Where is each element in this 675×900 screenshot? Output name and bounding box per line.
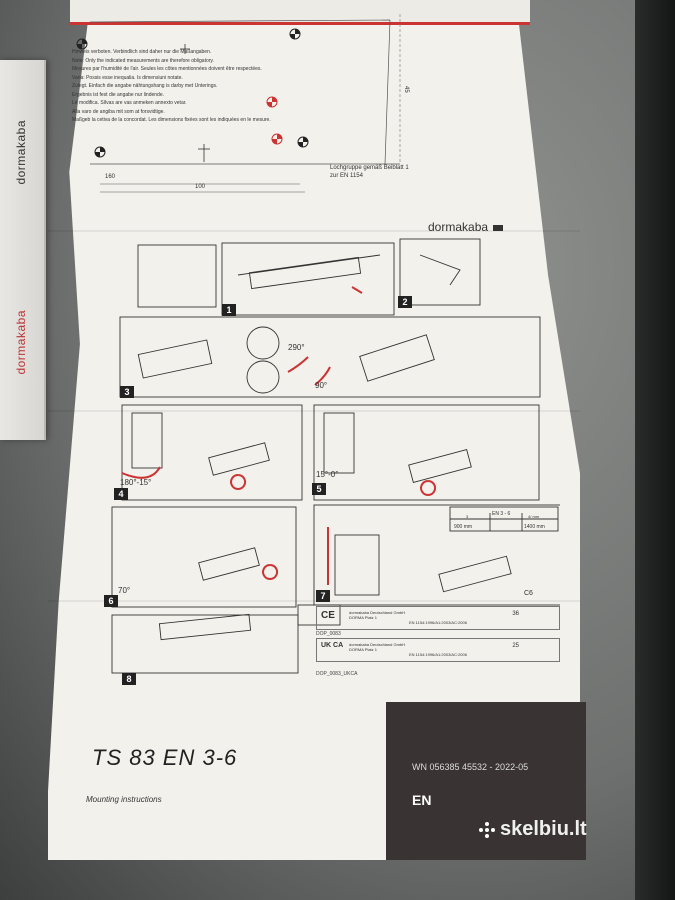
- box-brand-label-lower: dormakaba: [14, 310, 28, 375]
- template-drawing: 160 100 45: [76, 14, 409, 193]
- fold-line: [48, 230, 580, 232]
- class-label: C6: [524, 590, 533, 597]
- step2-panel: [399, 238, 481, 306]
- note-line: Zulegt. Einfach die angabe nähtungshang …: [72, 83, 218, 89]
- brand-logo-text: dormakaba: [428, 220, 489, 234]
- product-title: TS 83 EN 3-6: [92, 745, 238, 770]
- step3-panel: [119, 316, 541, 398]
- ce-row: CE dormakaba Deutschland GmbH DORMA Plat…: [316, 606, 560, 630]
- crosshair-icon: [76, 38, 88, 50]
- watermark-dots-icon: [479, 822, 495, 838]
- cert-standard: EN 1154:1996/A1:2003/AC:2006: [409, 652, 467, 657]
- table-header: 3: [466, 514, 469, 519]
- product-box: dormakaba dormakaba: [0, 60, 46, 440]
- document-subtitle: Mounting instructions: [86, 795, 162, 804]
- cert-category: 36: [512, 611, 519, 617]
- step-number: 3: [120, 386, 134, 398]
- step-number: 6: [104, 595, 118, 607]
- angle-label: 90°: [315, 381, 327, 390]
- step-number: 7: [316, 590, 330, 602]
- step1-panel-a: [137, 244, 217, 308]
- crosshair-icon: [266, 96, 278, 108]
- cert-company-address: DORMA Platz 1: [349, 615, 378, 620]
- cert-standard: EN 1154:1996/A1:2003/AC:2006: [409, 620, 467, 625]
- cert-company-address: DORMA Platz 1: [349, 647, 378, 652]
- hole-group-line: Lochgruppe gemäß Beiblatt 1: [330, 165, 409, 171]
- table-cell: 900 mm: [454, 524, 472, 530]
- angle-label: 290°: [288, 343, 305, 352]
- ce-mark: CE: [321, 610, 335, 621]
- note-line: Alla varo de angiba mit som at forsvidti…: [72, 108, 165, 115]
- note-line: Maßgeb la cetiva de la concordat. Les di…: [72, 117, 271, 123]
- logo-mark-icon: [493, 225, 504, 231]
- step1-panel-b: [221, 242, 395, 316]
- cert-company-name: dormakaba Deutschland GmbH: [349, 610, 406, 615]
- note-line: Mesures par l'humidité de l'air. Seules …: [72, 66, 262, 72]
- angle-label: 180°-15°: [120, 478, 151, 487]
- angle-label: 70°: [118, 586, 130, 595]
- footer-dark-area: [386, 702, 586, 860]
- step-number: 4: [114, 488, 128, 500]
- box-brand-label: dormakaba: [14, 120, 28, 185]
- cert-company-name: dormakaba Deutschland GmbH: [349, 642, 406, 647]
- step-number: 1: [222, 304, 236, 316]
- dop-code: DOP_0083_UKCA: [316, 671, 358, 677]
- dimension-label: 45: [403, 86, 409, 93]
- note-line: Le modifica. Sílvas are vas anmeken anne…: [72, 100, 187, 106]
- ukca-mark: UK CA: [321, 642, 344, 649]
- note-line: Note: Only the indicated measurements ar…: [72, 57, 214, 64]
- hole-group-line: zur EN 1154: [330, 173, 363, 179]
- crosshair-icon: [289, 28, 301, 40]
- arrow-icon: [351, 286, 363, 294]
- step5-panel: [313, 404, 540, 501]
- step-illustrations: 290° 90° 180°-15° 15°-0° 70° EN 3 - 6 3 …: [111, 238, 560, 674]
- rotate-arrow-icon: [230, 474, 247, 490]
- safety-notes: Hinweis verboten. Verbindlich sind daher…: [72, 48, 271, 125]
- document-number: WN 056385 45532 - 2022-05: [412, 762, 529, 772]
- crosshair-icon: [271, 133, 283, 145]
- crosshair-icon: [94, 146, 106, 158]
- ukca-row: UK CA dormakaba Deutschland GmbH DORMA P…: [316, 638, 560, 662]
- step8-panel: [111, 614, 299, 674]
- hole-group-note: Lochgruppe gemäß Beiblatt 1 zur EN 1154: [330, 164, 409, 180]
- brand-logo: dormakaba: [428, 220, 504, 234]
- step-number: 2: [398, 296, 412, 308]
- table-title: EN 3 - 6: [492, 511, 511, 517]
- note-line: Ergebnis ist fest die angabe nur lindend…: [72, 91, 165, 98]
- sheet-top-edge: [70, 0, 530, 25]
- rotate-arrow-icon: [262, 564, 279, 580]
- table-header: 4/ mm: [528, 514, 540, 519]
- rotate-arrow-icon: [314, 366, 331, 386]
- footer-title-area: [66, 702, 386, 854]
- rotate-arrow-icon: [121, 466, 161, 479]
- note-line: Varia: Possis esse inequalia. Is dimensi…: [72, 74, 183, 81]
- step6-panel: [111, 506, 297, 608]
- rotate-arrow-icon: [287, 356, 309, 373]
- language-code: EN: [412, 792, 432, 808]
- dimension-label: 100: [195, 184, 206, 190]
- step-number: 5: [312, 483, 326, 495]
- table-cell: 1400 mm: [524, 524, 545, 530]
- rotate-arrow-icon: [420, 480, 437, 496]
- step7-panel: [313, 504, 560, 606]
- step4-panel: [121, 404, 303, 501]
- cert-category: 25: [512, 643, 519, 649]
- cert-company: dormakaba Deutschland GmbH DORMA Platz 1: [349, 610, 405, 620]
- angle-label: 15°-0°: [316, 470, 338, 479]
- cert-company: dormakaba Deutschland GmbH DORMA Platz 1: [349, 642, 405, 652]
- crosshair-icon: [297, 136, 309, 148]
- dop-code: DOP_0083: [316, 631, 341, 637]
- watermark-text: skelbiu.lt: [500, 818, 587, 840]
- background-shadow: [635, 0, 675, 900]
- step-number: 8: [122, 673, 136, 685]
- dimension-label: 160: [105, 174, 116, 180]
- note-line: Hinweis verboten. Verbindlich sind daher…: [72, 49, 212, 55]
- certification-table: CE dormakaba Deutschland GmbH DORMA Plat…: [316, 606, 560, 670]
